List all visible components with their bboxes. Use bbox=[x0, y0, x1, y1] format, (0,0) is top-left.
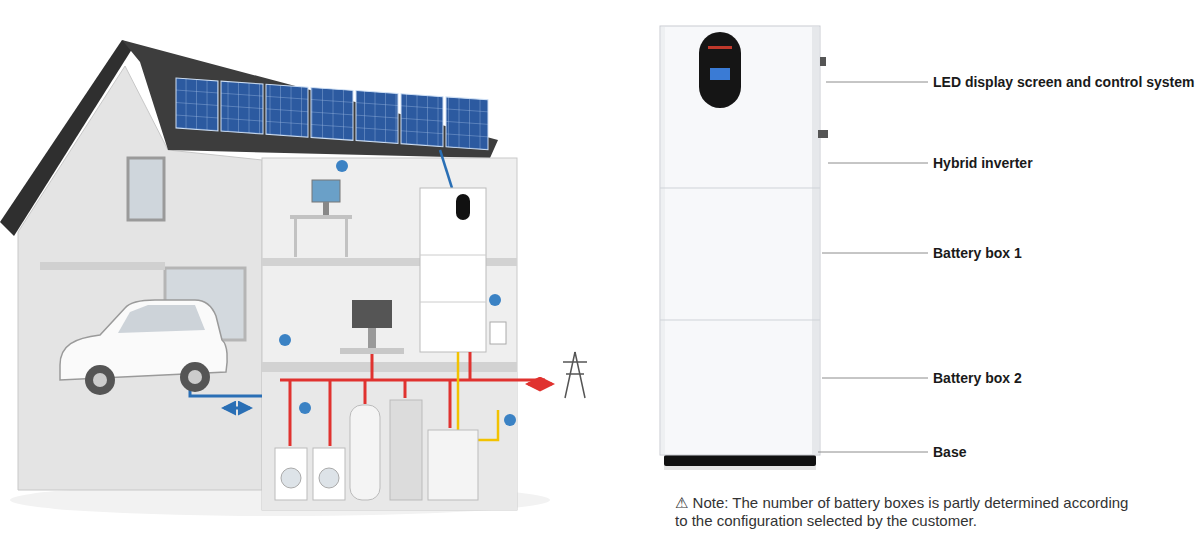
house-illustration bbox=[446, 97, 488, 150]
house-illustration bbox=[280, 379, 545, 382]
house-illustration bbox=[345, 219, 348, 257]
house-illustration bbox=[93, 373, 107, 387]
house-illustration bbox=[221, 81, 263, 134]
house-illustration bbox=[180, 362, 210, 392]
part-label: Battery box 1 bbox=[933, 244, 1022, 262]
storage-unit bbox=[661, 27, 665, 454]
house-illustration bbox=[176, 78, 488, 150]
house-illustration bbox=[440, 150, 452, 188]
house-illustration bbox=[504, 414, 516, 426]
storage-unit bbox=[818, 130, 828, 138]
house-illustration bbox=[312, 180, 340, 202]
part-label: Hybrid inverter bbox=[933, 154, 1033, 172]
house-illustration bbox=[294, 219, 297, 257]
house-illustration bbox=[311, 87, 353, 140]
house-illustration bbox=[266, 84, 308, 137]
house-illustration bbox=[528, 383, 552, 386]
house-illustration bbox=[313, 448, 345, 500]
house-illustration bbox=[0, 40, 134, 236]
house-illustration bbox=[319, 468, 339, 488]
house-illustration bbox=[456, 194, 470, 220]
house-illustration bbox=[489, 294, 501, 306]
house-illustration bbox=[356, 91, 398, 144]
house-illustration bbox=[275, 448, 307, 500]
house-illustration bbox=[458, 352, 498, 440]
house-illustration bbox=[368, 328, 376, 348]
leader-lines bbox=[828, 163, 928, 164]
house-illustration bbox=[128, 158, 164, 220]
leader-lines bbox=[822, 253, 928, 254]
house-illustration bbox=[340, 348, 404, 354]
part-label: LED display screen and control system bbox=[933, 73, 1194, 91]
house-illustration bbox=[85, 365, 115, 395]
house-illustration bbox=[281, 468, 301, 488]
storage-unit bbox=[660, 26, 820, 455]
house-illustration bbox=[299, 402, 311, 414]
house-illustration bbox=[563, 352, 587, 398]
house-illustration bbox=[401, 94, 443, 147]
house-illustration bbox=[188, 370, 202, 384]
note-text: ⚠ Note: The number of battery boxes is p… bbox=[675, 494, 1133, 530]
leader-lines bbox=[818, 82, 928, 452]
house-illustration bbox=[420, 188, 486, 352]
part-label: Base bbox=[933, 443, 966, 461]
house-illustration bbox=[420, 302, 486, 303]
house-illustration bbox=[420, 255, 486, 256]
house-illustration bbox=[350, 405, 380, 500]
house-illustration bbox=[279, 334, 291, 346]
house-illustration bbox=[40, 262, 165, 270]
storage-unit bbox=[820, 57, 826, 66]
house-illustration bbox=[336, 160, 348, 172]
house-illustration bbox=[0, 40, 587, 516]
house-illustration bbox=[18, 66, 262, 490]
storage-unit bbox=[664, 455, 816, 466]
house-illustration bbox=[262, 362, 517, 372]
storage-unit bbox=[699, 32, 741, 108]
house-illustration bbox=[428, 430, 478, 500]
storage-unit bbox=[660, 320, 820, 321]
storage-unit bbox=[812, 27, 819, 454]
house-illustration bbox=[290, 215, 352, 219]
house-illustration bbox=[262, 158, 517, 510]
house-illustration bbox=[390, 400, 422, 500]
leader-lines bbox=[826, 82, 928, 83]
house-illustration bbox=[176, 78, 218, 131]
house-illustration bbox=[323, 202, 329, 215]
storage-unit bbox=[708, 46, 732, 49]
house-illustration bbox=[490, 322, 506, 344]
house-illustration bbox=[224, 407, 250, 410]
house-illustration bbox=[122, 40, 498, 158]
leader-lines bbox=[818, 452, 928, 453]
storage-unit bbox=[660, 26, 828, 470]
leader-lines bbox=[822, 378, 928, 379]
storage-unit bbox=[660, 188, 820, 189]
house-illustration bbox=[352, 300, 392, 328]
part-label: Battery box 2 bbox=[933, 369, 1022, 387]
storage-unit bbox=[710, 68, 730, 80]
house-illustration bbox=[118, 305, 205, 333]
